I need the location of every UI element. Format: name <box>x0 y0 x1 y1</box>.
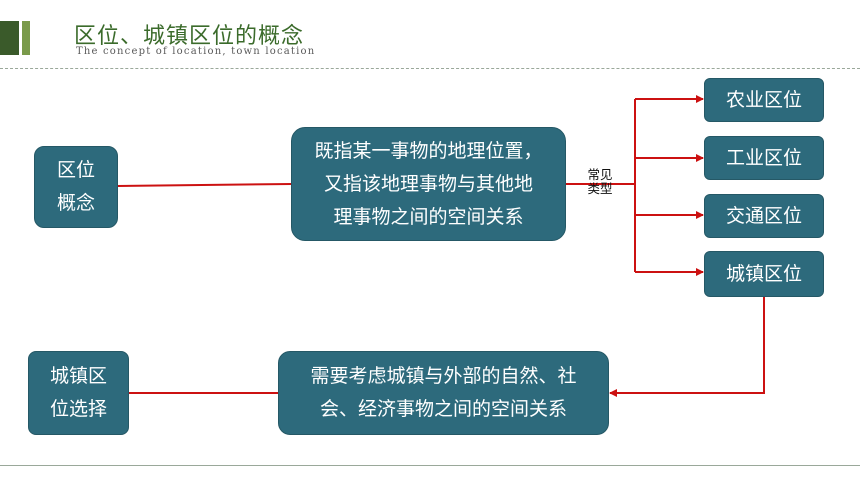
location-concept-line1: 区位 <box>56 159 95 181</box>
page-title: 区位、城镇区位的概念 <box>74 24 305 49</box>
town-requirement-line1: 需要考虑城镇与外部的自然、社 <box>310 365 577 387</box>
town-requirement-box: 需要考虑城镇与外部的自然、社 会、经济事物之间的空间关系 <box>278 351 609 435</box>
footer-divider <box>0 465 860 466</box>
line-concept-to-definition <box>116 183 293 187</box>
transport-location-label: 交通区位 <box>725 204 802 227</box>
town-location-choice-box: 城镇区 位选择 <box>28 351 129 435</box>
definition-line1: 既指某一事物的地理位置， <box>314 139 543 162</box>
location-concept-box: 区位 概念 <box>34 146 118 228</box>
arrow-town-to-requirement <box>609 296 765 397</box>
town-choice-line1: 城镇区 <box>49 365 107 387</box>
header-accent-bar-light <box>22 21 30 55</box>
header-divider <box>0 68 860 69</box>
common-types-line1: 常见 <box>587 167 613 182</box>
town-requirement-line2: 会、经济事物之间的空间关系 <box>319 398 567 420</box>
industry-location-box: 工业区位 <box>704 136 824 180</box>
location-concept-line2: 概念 <box>56 192 95 214</box>
town-location-label: 城镇区位 <box>725 262 802 285</box>
agriculture-location-label: 农业区位 <box>725 88 802 111</box>
transport-location-box: 交通区位 <box>704 194 824 238</box>
town-location-box: 城镇区位 <box>704 251 824 297</box>
definition-box: 既指某一事物的地理位置， 又指该地理事物与其他地 理事物之间的空间关系 <box>291 127 566 241</box>
agriculture-location-box: 农业区位 <box>704 78 824 122</box>
industry-location-label: 工业区位 <box>725 146 802 169</box>
page-subtitle: The concept of location, town location <box>76 46 316 57</box>
common-types-label: 常见 类型 <box>580 168 620 196</box>
definition-line2: 又指该地理事物与其他地 <box>323 172 533 195</box>
header-accent-bar <box>0 21 19 55</box>
definition-line3: 理事物之间的空间关系 <box>333 205 524 228</box>
common-types-line2: 类型 <box>587 181 613 196</box>
town-choice-line2: 位选择 <box>49 398 107 420</box>
